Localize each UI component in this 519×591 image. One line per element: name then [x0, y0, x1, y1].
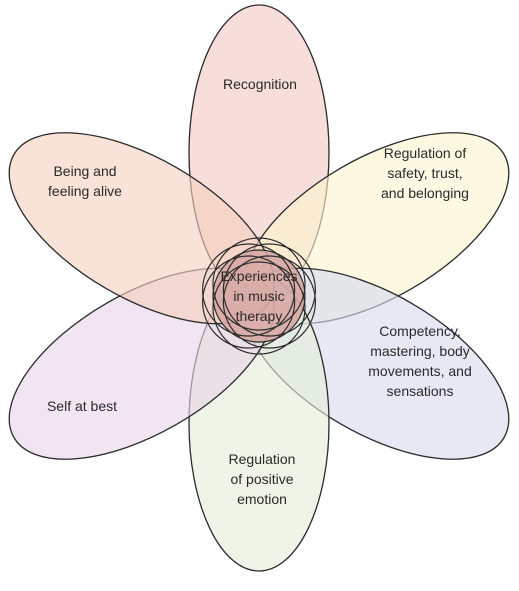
petal-label-regulation-safety: Regulation of safety, trust, and belonging	[381, 145, 469, 201]
center-label-line: in music	[233, 288, 284, 304]
petal-label-line: emotion	[237, 491, 287, 507]
petal-label-competency: Competency, mastering, body movements, and…	[368, 323, 472, 399]
center-ring	[202, 243, 296, 337]
center-hub	[212, 249, 306, 343]
petal-shapes	[8, 4, 510, 572]
petal-label-line: sensations	[387, 383, 454, 399]
petal-label-line: feeling alive	[48, 183, 122, 199]
center-label-line: therapy	[236, 308, 283, 324]
center-ring	[212, 261, 306, 355]
petal-label-line: and belonging	[381, 185, 469, 201]
center-label-line: Experiences	[220, 268, 297, 284]
petal-label-line: Competency,	[379, 323, 460, 339]
center-ring	[202, 255, 296, 349]
petal-label-being-alive: Being and feeling alive	[48, 163, 122, 199]
center-ring	[222, 255, 316, 349]
petal-label-line: of positive	[230, 471, 293, 487]
petal-label-line: Recognition	[223, 76, 297, 92]
center-label: Experiences in music therapy	[220, 268, 297, 324]
petal-label-regulation-positive-emotion: Regulation of positive emotion	[229, 451, 296, 507]
petal-label-line: Self at best	[47, 398, 117, 414]
center-ring	[222, 243, 316, 337]
petal-label-line: Regulation	[229, 451, 296, 467]
petal-label-recognition: Recognition	[223, 76, 297, 92]
petal-label-line: Regulation of	[384, 145, 467, 161]
petal-label-line: safety, trust,	[387, 165, 462, 181]
center-shapes	[202, 237, 316, 355]
center-ring	[212, 237, 306, 331]
petal-label-line: movements, and	[368, 363, 472, 379]
petal-label-self-at-best: Self at best	[47, 398, 117, 414]
petal-label-line: Being and	[53, 163, 116, 179]
petal-label-line: mastering, body	[370, 343, 470, 359]
